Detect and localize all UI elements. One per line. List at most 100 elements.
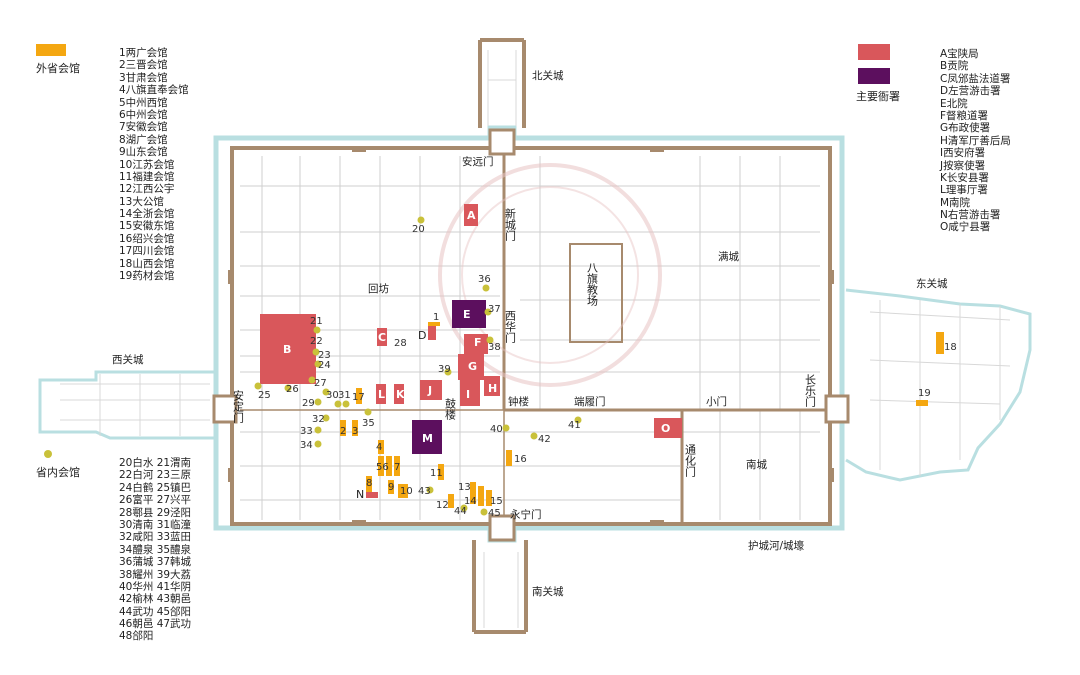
svg-text:35: 35	[362, 418, 375, 429]
legend-office-item: K长安县署	[940, 171, 989, 184]
label-drill-ground: 八旗教场	[586, 262, 599, 307]
svg-text:26: 26	[286, 384, 299, 395]
svg-text:30: 30	[326, 390, 339, 401]
label-south-city: 南城	[746, 458, 767, 471]
svg-text:41: 41	[568, 420, 581, 431]
svg-text:G: G	[468, 360, 477, 373]
office-K	[394, 384, 404, 404]
svg-text:15: 15	[490, 496, 503, 507]
south-gate	[488, 514, 516, 542]
legend-outside-item: 9山东会馆	[119, 146, 168, 159]
legend-outside-item: 11福建会馆	[119, 170, 175, 183]
office-E	[452, 300, 486, 328]
legend-outside-item: 15安徽东馆	[119, 220, 175, 233]
place-labels: 北关城 南关城 东关城 西关城 安远门 永宁门 钟楼 端履门 小门 回坊 满城 …	[112, 69, 948, 598]
north-gate	[488, 128, 516, 156]
svg-text:L: L	[378, 388, 385, 401]
svg-text:27: 27	[314, 378, 327, 389]
svg-text:44: 44	[454, 506, 467, 517]
svg-text:24: 24	[318, 360, 331, 371]
office-letters: B A C D E F G H I J K L M N O	[283, 209, 670, 501]
legend-outside-item: 13大公馆	[119, 195, 164, 208]
svg-text:10: 10	[400, 486, 413, 497]
office-D	[428, 326, 436, 340]
label-bell-tower: 钟楼	[508, 395, 529, 408]
legend-outside-item: 10江苏会馆	[119, 158, 175, 171]
label-anyuan-gate: 安远门	[462, 155, 494, 168]
svg-text:3: 3	[352, 426, 358, 437]
svg-text:33: 33	[300, 426, 313, 437]
legend-office-item: E北院	[940, 97, 968, 110]
svg-text:E: E	[463, 308, 471, 321]
legend-inside-item: 42榆林 43朝邑	[119, 593, 192, 606]
legend-outside-item: 17四川会馆	[119, 245, 175, 258]
svg-text:C: C	[378, 331, 386, 344]
outside-guilds	[340, 322, 944, 508]
legend-outside-item: 5中州西馆	[119, 96, 168, 109]
legend-office-title: 主要衙署	[856, 90, 900, 103]
legend-inside-title: 省内会馆	[36, 466, 80, 479]
svg-text:O: O	[661, 422, 670, 435]
city-wall	[230, 146, 832, 526]
legend-outside-item: 7安徽会馆	[119, 121, 168, 134]
office-J	[420, 380, 442, 400]
label-manchu-city: 满城	[718, 251, 739, 263]
svg-text:7: 7	[394, 462, 400, 473]
guild-number-labels: 1 2 3 4 56 7 8 9 10 11 12 13 14 15 16 17…	[258, 224, 957, 519]
office-O	[654, 418, 682, 438]
office-B	[260, 314, 316, 384]
legend-outside-item: 4八旗直奉会馆	[119, 84, 189, 97]
svg-text:39: 39	[438, 364, 451, 375]
legend-inside-item: 46朝邑 47武功	[119, 618, 192, 631]
label-anding-gate: 安定门	[232, 389, 245, 424]
office-C	[377, 328, 387, 346]
label-xincheng-gate: 新城门	[504, 207, 517, 242]
legend-office-item: I西安府署	[940, 147, 986, 160]
legend-outside-item: 6中州会馆	[119, 108, 168, 121]
svg-text:B: B	[283, 343, 291, 356]
legend-outside-item: 16绍兴会馆	[119, 232, 175, 245]
legend-office-item: F督粮道署	[940, 109, 989, 122]
label-south-suburb: 南关城	[532, 585, 564, 598]
label-west-suburb: 西关城	[112, 353, 144, 366]
legend-outside-item: 14全浙会馆	[119, 208, 175, 221]
legend-inside-item: 30清南 31临潼	[119, 518, 192, 531]
svg-text:37: 37	[488, 304, 501, 315]
svg-text:23: 23	[318, 350, 331, 361]
legend-inside-item: 48郃阳	[119, 630, 154, 643]
legend-outside-swatch	[36, 44, 66, 56]
drill-ground	[569, 243, 623, 343]
svg-text:31: 31	[338, 390, 351, 401]
legend-outside-item: 3甘肃会馆	[119, 71, 168, 84]
legend-inside-item: 40华州 41华阴	[119, 580, 192, 593]
legend-inside-item: 36蒲城 37韩城	[119, 556, 192, 569]
svg-text:36: 36	[478, 274, 491, 285]
svg-text:17: 17	[352, 392, 365, 403]
svg-text:A: A	[467, 209, 476, 222]
south-suburb-outline	[472, 540, 528, 634]
svg-text:56: 56	[376, 462, 389, 473]
svg-text:21: 21	[310, 316, 323, 327]
svg-text:16: 16	[514, 454, 527, 465]
legend-inside-item: 28鄠县 29泾阳	[119, 506, 192, 519]
legend-office-item: A宝陕局	[940, 48, 979, 60]
office-L	[376, 384, 386, 404]
label-changle-gate: 长乐门	[804, 374, 817, 408]
svg-text:D: D	[418, 329, 426, 342]
office-G	[458, 354, 484, 380]
label-moat: 护城河/城壕	[748, 539, 805, 552]
svg-text:9: 9	[388, 482, 394, 493]
legend-office-item: N右营游击署	[940, 209, 1001, 222]
west-suburb-outline	[38, 370, 214, 440]
svg-text:K: K	[396, 388, 405, 401]
legend-office-item: D左营游击署	[940, 85, 1001, 98]
svg-text:2: 2	[340, 426, 346, 437]
legend-office-item: H清军厅善后局	[940, 134, 1011, 147]
legend-inside-item: 22白河 23三原	[119, 469, 192, 482]
gates	[212, 128, 850, 542]
north-suburb-outline	[478, 38, 526, 128]
svg-text:11: 11	[430, 468, 443, 479]
